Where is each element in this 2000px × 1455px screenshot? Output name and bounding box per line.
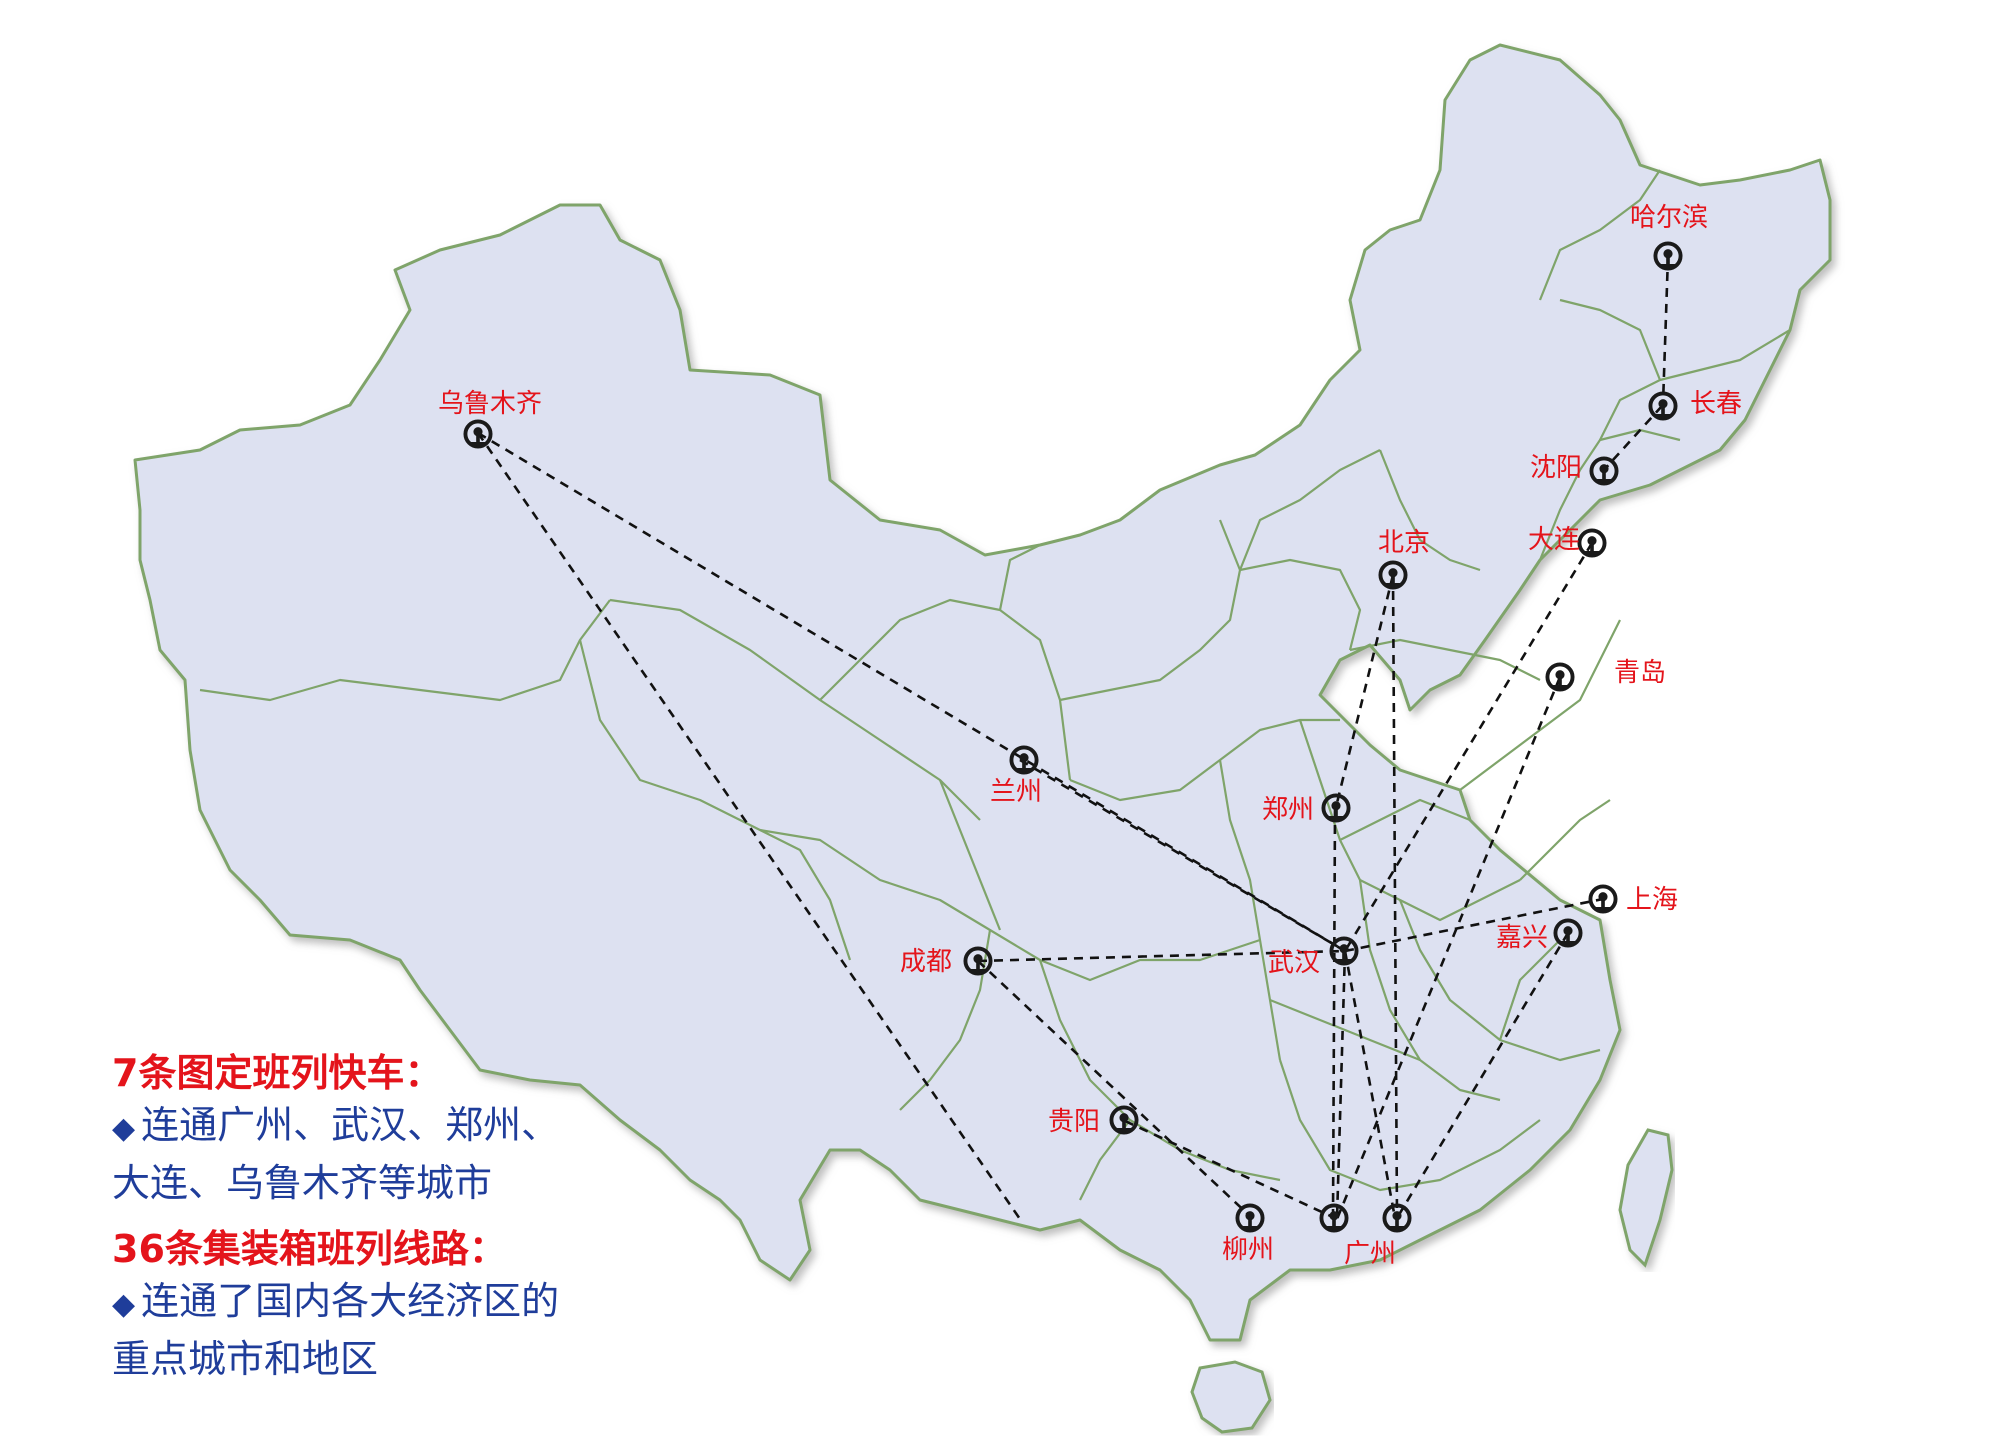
city-label-zhengzhou: 郑州 (1262, 795, 1314, 825)
city-label-changchun: 长春 (1690, 389, 1742, 419)
railway-station-icon (1588, 884, 1618, 914)
railway-station-icon (1545, 662, 1575, 692)
city-label-guiyang: 贵阳 (1048, 1107, 1100, 1137)
railway-routes (476, 255, 1670, 1223)
city-label-lanzhou: 兰州 (990, 777, 1042, 807)
bullet-diamond-icon: ◆ (112, 1111, 136, 1146)
taiwan-island (1618, 1128, 1674, 1268)
city-labels: 乌鲁木齐 兰州 成都 贵阳 柳州 广州 武汉 郑州 北京 大连 沈阳 长春 哈尔… (438, 203, 1742, 1269)
legend-heading-container: 36条集装箱班列线路： (112, 1227, 507, 1271)
city-label-shanghai: 上海 (1626, 885, 1678, 915)
legend-express-line1: 连通广州、武汉、郑州、 (141, 1103, 560, 1147)
city-label-urumqi: 乌鲁木齐 (438, 389, 542, 419)
legend-express-text: ◆连通广州、武汉、郑州、 大连、乌鲁木齐等城市 (112, 1098, 672, 1210)
city-label-wuhan: 武汉 (1268, 948, 1320, 978)
legend-express-line2: 大连、乌鲁木齐等城市 (112, 1161, 493, 1205)
china-mainland-outline (133, 43, 1832, 1342)
city-label-chengdu: 成都 (900, 947, 952, 977)
city-label-guangzhou: 广州 (1344, 1239, 1396, 1269)
legend-container-line2: 重点城市和地区 (112, 1337, 379, 1381)
city-label-harbin: 哈尔滨 (1630, 203, 1708, 233)
city-label-shenyang: 沈阳 (1530, 453, 1582, 483)
city-label-liuzhou: 柳州 (1222, 1235, 1274, 1265)
bullet-diamond-icon: ◆ (112, 1287, 136, 1322)
railway-station-icon (1577, 528, 1607, 558)
city-label-beijing: 北京 (1378, 528, 1430, 558)
legend: 7条图定班列快车： ◆连通广州、武汉、郑州、 大连、乌鲁木齐等城市 36条集装箱… (112, 1048, 672, 1400)
city-label-jiaxing: 嘉兴 (1496, 923, 1548, 953)
legend-container-line1: 连通了国内各大经济区的 (141, 1279, 560, 1323)
city-label-dalian: 大连 (1528, 525, 1580, 555)
legend-heading-express: 7条图定班列快车： (112, 1051, 443, 1095)
hainan-island (1190, 1360, 1272, 1434)
legend-container-text: ◆连通了国内各大经济区的 重点城市和地区 (112, 1274, 672, 1386)
city-label-qingdao: 青岛 (1614, 658, 1666, 688)
